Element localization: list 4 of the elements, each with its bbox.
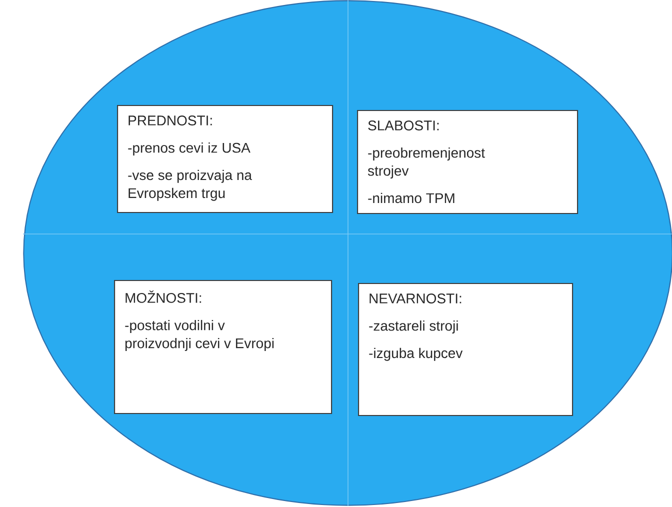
text-box: PREDNOSTI: -prenos cevi iz USA -vse se proizvaja na Evropskem trgu <box>117 105 334 214</box>
text-box: NEVARNOSTI: -zastareli stroji -izguba kupcev <box>358 283 574 416</box>
text-box: MOŽNOSTI: -postati vodilni v proizvodnji cevi v Evropi <box>114 280 332 414</box>
text-box: SLABOSTI: -preobremenjenost strojev -nimamo TPM <box>357 110 578 214</box>
